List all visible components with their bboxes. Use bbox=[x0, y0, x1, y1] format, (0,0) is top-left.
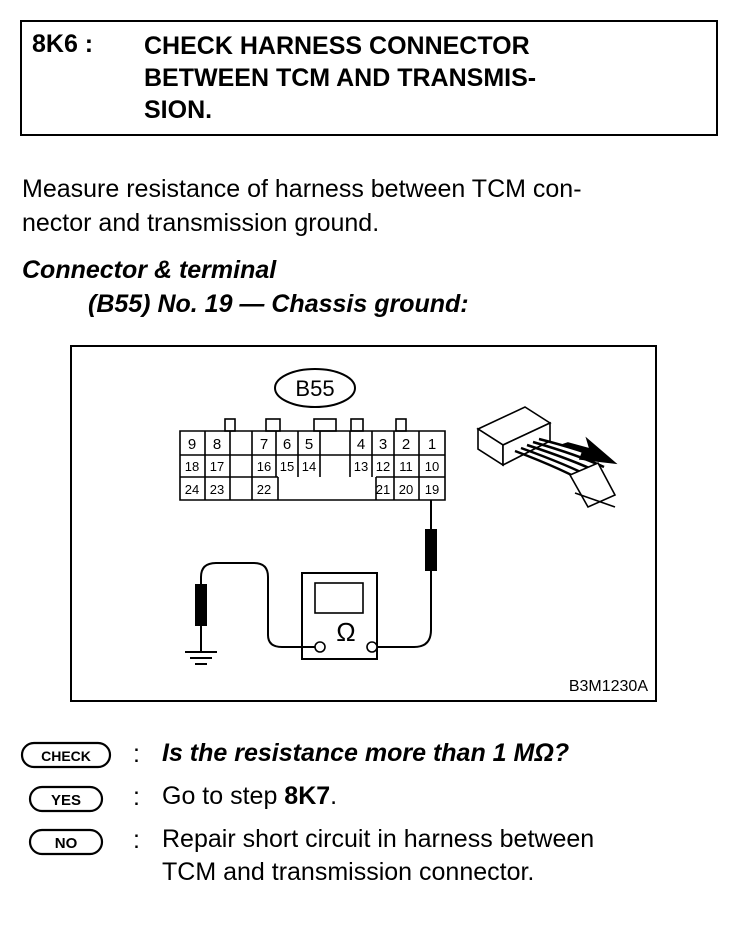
harness-plug-illustration bbox=[476, 406, 618, 509]
terminal-12: 12 bbox=[376, 459, 390, 474]
chassis-ground-icon bbox=[185, 651, 217, 665]
terminal-11: 11 bbox=[399, 459, 413, 474]
connector-heading: Connector & terminal bbox=[22, 256, 277, 284]
wiring-figure: B55 9 8 7 6 5 4 3 2 1 bbox=[70, 345, 657, 702]
terminal-14: 14 bbox=[302, 459, 316, 474]
meter-lead-terminal-19 bbox=[377, 500, 437, 648]
terminal-1: 1 bbox=[428, 436, 436, 453]
terminal-15: 15 bbox=[280, 459, 294, 474]
terminal-17: 17 bbox=[210, 459, 224, 474]
terminal-4: 4 bbox=[357, 436, 365, 453]
step-title-line-3: SION. bbox=[144, 96, 213, 124]
terminal-20: 20 bbox=[399, 482, 413, 497]
no-badge-label: NO bbox=[55, 835, 78, 852]
terminal-16: 16 bbox=[257, 459, 271, 474]
yes-colon: : bbox=[133, 783, 140, 811]
no-answer-line-2: TCM and transmission connector. bbox=[162, 858, 535, 886]
check-badge: CHECK bbox=[20, 741, 112, 769]
terminal-21: 21 bbox=[376, 482, 390, 497]
terminal-10: 10 bbox=[425, 459, 439, 474]
connector-detail: (B55) No. 19 — Chassis ground: bbox=[88, 290, 469, 318]
terminal-7: 7 bbox=[260, 436, 268, 453]
meter-terminal-negative bbox=[314, 641, 326, 653]
meter-terminal-positive bbox=[366, 641, 378, 653]
ohm-symbol: Ω bbox=[336, 617, 355, 647]
figure-code: B3M1230A bbox=[569, 678, 648, 695]
no-answer-line-1: Repair short circuit in harness between bbox=[162, 825, 595, 853]
check-badge-label: CHECK bbox=[41, 748, 91, 764]
meter-lead-ground bbox=[195, 562, 315, 651]
no-colon: : bbox=[133, 826, 140, 854]
check-question: Is the resistance more than 1 MΩ? bbox=[162, 739, 570, 767]
terminal-22: 22 bbox=[257, 482, 271, 497]
step-title: CHECK HARNESS CONNECTOR BETWEEN TCM AND … bbox=[144, 30, 704, 126]
step-title-line-2: BETWEEN TCM AND TRANSMIS- bbox=[144, 64, 537, 92]
ohmmeter: Ω bbox=[301, 572, 378, 660]
connector-b55 bbox=[179, 418, 446, 501]
terminal-19: 19 bbox=[425, 482, 439, 497]
terminal-13: 13 bbox=[354, 459, 368, 474]
yes-answer-step: 8K7 bbox=[284, 782, 331, 810]
terminal-2: 2 bbox=[402, 436, 410, 453]
connector-tag: B55 bbox=[295, 376, 334, 401]
instruction-line-1: Measure resistance of harness between TC… bbox=[22, 175, 582, 203]
terminal-9: 9 bbox=[188, 436, 196, 453]
terminal-3: 3 bbox=[379, 436, 387, 453]
yes-answer-prefix: Go to step bbox=[162, 782, 285, 810]
yes-badge-label: YES bbox=[51, 792, 81, 809]
terminal-24: 24 bbox=[185, 482, 199, 497]
no-badge: NO bbox=[28, 828, 104, 856]
step-title-line-1: CHECK HARNESS CONNECTOR bbox=[144, 32, 530, 60]
step-code: 8K6 : bbox=[32, 30, 94, 58]
instruction-line-2: nector and transmission ground. bbox=[22, 209, 380, 237]
terminal-23: 23 bbox=[210, 482, 224, 497]
terminal-8: 8 bbox=[213, 436, 221, 453]
terminal-18: 18 bbox=[185, 459, 199, 474]
check-colon: : bbox=[133, 740, 140, 768]
no-answer: Repair short circuit in harness between … bbox=[162, 823, 722, 889]
terminal-6: 6 bbox=[283, 436, 291, 453]
yes-answer: Go to step 8K7. bbox=[162, 780, 722, 813]
terminal-5: 5 bbox=[305, 436, 313, 453]
instruction-text: Measure resistance of harness between TC… bbox=[22, 172, 717, 240]
yes-answer-suffix: . bbox=[330, 782, 338, 810]
step-header-box: 8K6 : CHECK HARNESS CONNECTOR BETWEEN TC… bbox=[20, 20, 718, 136]
yes-badge: YES bbox=[28, 785, 104, 813]
connector-tag-outline bbox=[274, 368, 356, 408]
